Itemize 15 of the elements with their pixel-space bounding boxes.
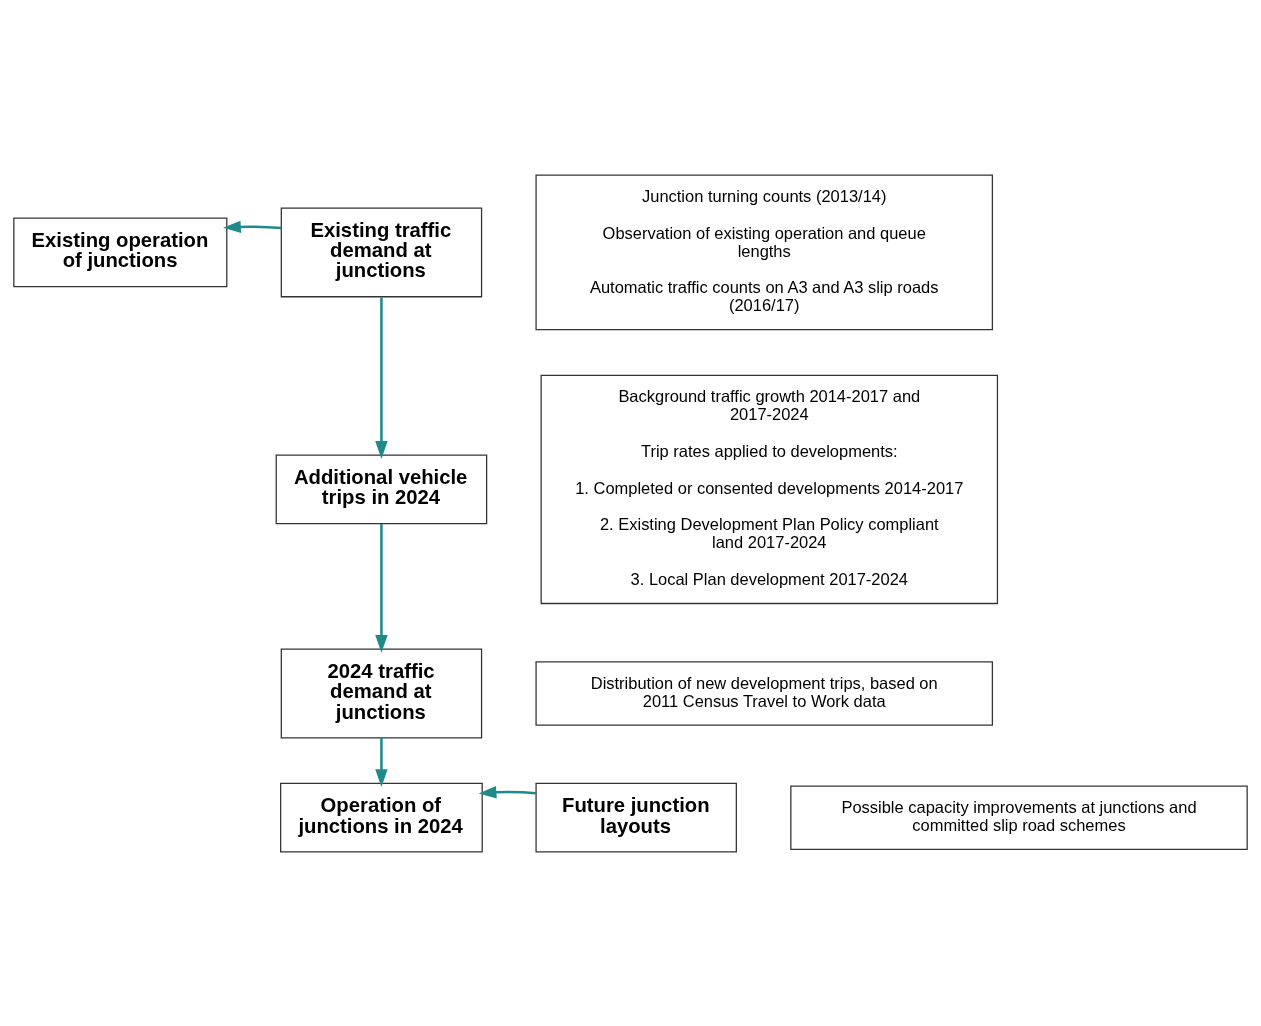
node-box: Junction turning counts (2013/14) Observation of existing operation and queue lengths Automatic traffic counts on A3 and A3 slip roads (2016/17) bbox=[535, 173, 993, 330]
node-box: Distribution of new development trips, based on 2011 Census Travel to Work data bbox=[535, 660, 993, 726]
node-box: Additional vehicle trips in 2024 bbox=[275, 454, 488, 524]
node-box: Future junction layouts bbox=[535, 782, 737, 853]
node-box: Existing traffic demand at junctions bbox=[280, 206, 483, 297]
arrow bbox=[375, 737, 388, 787]
arrow bbox=[375, 523, 388, 653]
node-box: Possible capacity improvements at junctions and committed slip road schemes bbox=[790, 784, 1248, 850]
node-box: Existing operation of junctions bbox=[13, 217, 228, 287]
arrow bbox=[375, 296, 388, 459]
arrow bbox=[223, 220, 282, 233]
node-box: 2024 traffic demand at junctions bbox=[280, 648, 483, 738]
node-box: Background traffic growth 2014-2017 and 2017-2024 Trip rates applied to developments: 1. Completed or consented developments 2014-2017 2. Existing Development Plan Policy compliant land 2017-2024 3. Local Plan development 2017-2024 bbox=[540, 374, 999, 604]
arrow bbox=[478, 785, 536, 798]
node-box: Operation of junctions in 2024 bbox=[280, 782, 483, 853]
